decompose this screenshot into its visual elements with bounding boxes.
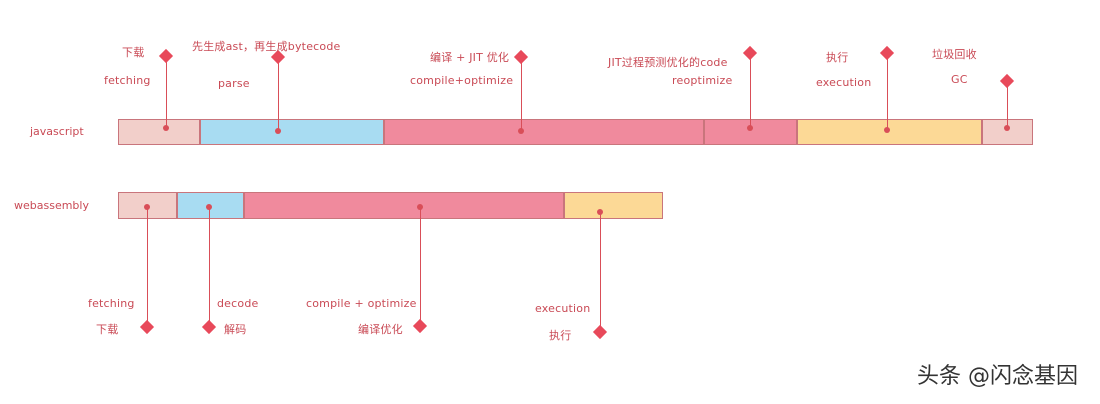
js-compile-segment — [384, 119, 704, 145]
js-fetching-en: fetching — [104, 74, 151, 87]
js-execution-zh: 执行 — [826, 51, 849, 64]
js-reoptimize-en: reoptimize — [672, 74, 733, 87]
webassembly-row-label: webassembly — [14, 199, 89, 212]
js-compile-en: compile+optimize — [410, 74, 514, 87]
wasm-decode-zh: 解码 — [224, 323, 247, 336]
watermark-text: 头条 @闪念基因 — [917, 364, 1078, 389]
wasm-compile-segment — [244, 192, 564, 219]
js-parse-segment — [200, 119, 384, 145]
js-gc-zh: 垃圾回收 — [932, 48, 977, 61]
wasm-compile-zh: 编译优化 — [358, 323, 403, 336]
js-fetching-segment — [118, 119, 200, 145]
wasm-execution-segment — [564, 192, 663, 219]
js-compile-zh: 编译 + JIT 优化 — [430, 51, 510, 64]
wasm-decode-segment — [177, 192, 244, 219]
wasm-decode-en: decode — [217, 297, 259, 310]
wasm-execution-zh: 执行 — [549, 329, 572, 342]
js-reoptimize-zh: JIT过程预测优化的code — [608, 56, 728, 69]
wasm-compile-en: compile + optimize — [306, 297, 417, 310]
js-parse-zh: 先生成ast，再生成bytecode — [192, 40, 341, 53]
js-fetching-zh: 下载 — [122, 46, 145, 59]
js-execution-segment — [797, 119, 982, 145]
wasm-execution-en: execution — [535, 302, 591, 315]
js-execution-en: execution — [816, 76, 872, 89]
js-parse-en: parse — [218, 77, 250, 90]
wasm-fetching-zh: 下载 — [96, 323, 119, 336]
wasm-fetching-en: fetching — [88, 297, 135, 310]
javascript-row-label: javascript — [30, 125, 84, 138]
js-gc-en: GC — [951, 73, 968, 86]
